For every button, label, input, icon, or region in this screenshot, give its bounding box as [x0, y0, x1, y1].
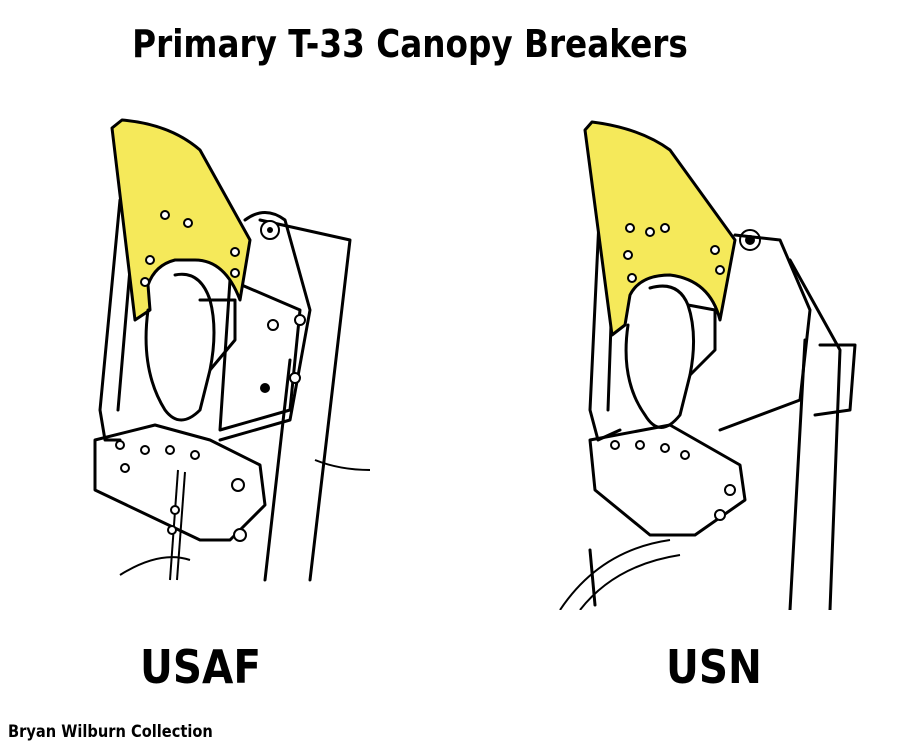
- frame-rail: [813, 343, 857, 417]
- canopy-breaker-plate: [110, 118, 252, 322]
- frame-rail: [788, 258, 842, 610]
- frame-rail: [98, 198, 122, 442]
- usaf-canopy-breaker-drawing: [93, 118, 371, 582]
- side-bracket: [218, 278, 302, 432]
- lower-bracket: [93, 423, 267, 542]
- canopy-breaker-plate: [583, 120, 737, 337]
- frame-rail: [263, 358, 292, 582]
- cable: [559, 539, 671, 610]
- page-title: Primary T-33 Canopy Breakers: [132, 22, 688, 66]
- pivot-lug: [218, 211, 312, 442]
- usn-canopy-breaker-drawing: [559, 120, 857, 610]
- linkage-rod: [169, 469, 179, 581]
- pivot-lug: [718, 233, 812, 432]
- usaf-label: USAF: [140, 640, 262, 694]
- collection-credit: Bryan Wilburn Collection: [8, 722, 213, 742]
- hook-opening: [624, 284, 696, 429]
- frame-rail: [258, 218, 352, 582]
- frame-line: [314, 459, 371, 471]
- hook-opening: [144, 272, 216, 422]
- usn-label: USN: [666, 640, 762, 694]
